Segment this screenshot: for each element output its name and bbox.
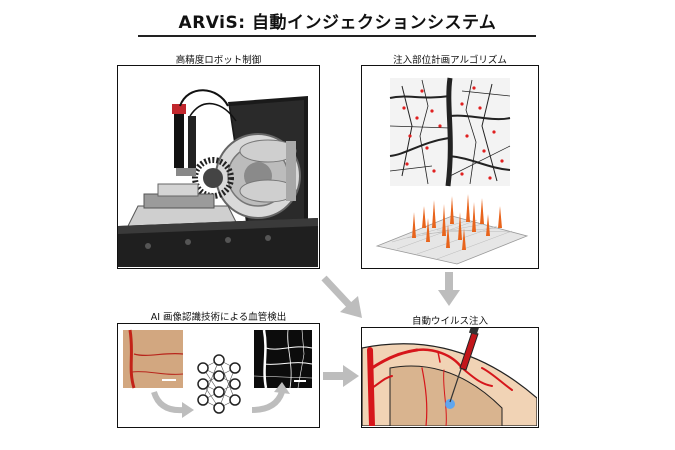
injection-panel bbox=[361, 327, 539, 428]
page-title: ARViS: 自動インジェクションシステム bbox=[178, 13, 497, 33]
vessel-detection-image bbox=[118, 324, 318, 426]
robot-image bbox=[118, 66, 318, 267]
robot-panel bbox=[117, 65, 320, 269]
caption-robot-control: 高精度ロボット制御 bbox=[175, 55, 262, 66]
caption-auto-injection: 自動ウイルス注入 bbox=[411, 316, 488, 327]
arrow-planning-to-injection bbox=[438, 272, 460, 306]
planning-image bbox=[362, 66, 537, 267]
curved-arrow-right bbox=[251, 390, 285, 413]
arrow-vessel-to-injection bbox=[323, 365, 359, 387]
vessel-segmentation-image bbox=[253, 329, 313, 389]
arrow-robot-to-injection bbox=[321, 275, 362, 318]
injection-image bbox=[362, 328, 537, 426]
syringe-icon bbox=[449, 328, 480, 403]
injection-site-3d-plot bbox=[375, 194, 529, 265]
vessel-map-image bbox=[389, 77, 511, 187]
injection-site-marker bbox=[445, 399, 455, 409]
caption-vessel-detection: AI 画像認識技術による血管検出 bbox=[150, 312, 287, 323]
planning-panel bbox=[361, 65, 539, 269]
caption-injection-planning: 注入部位計画アルゴリズム bbox=[393, 55, 507, 66]
title-divider bbox=[138, 35, 536, 37]
vessel-detection-panel bbox=[117, 323, 320, 428]
brain-surface-photo bbox=[123, 329, 184, 389]
curved-arrow-left bbox=[151, 390, 185, 414]
